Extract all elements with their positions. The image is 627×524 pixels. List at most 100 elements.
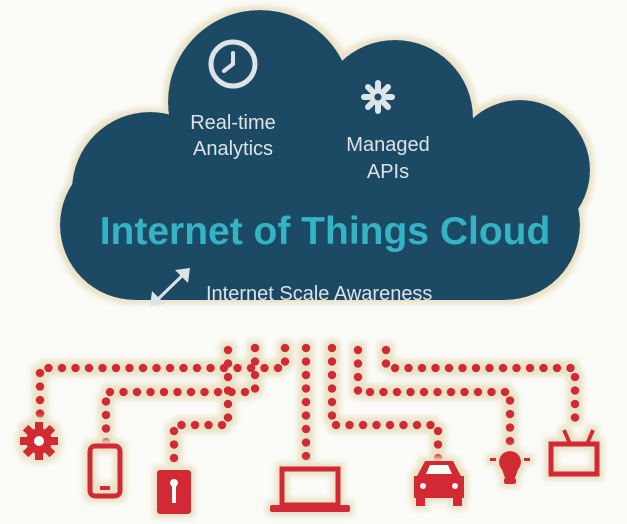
network-dot: [146, 387, 155, 397]
network-dot: [169, 453, 179, 463]
network-dot: [404, 363, 413, 373]
network-dot: [353, 386, 363, 395]
network-dot: [433, 440, 443, 449]
network-dot: [246, 363, 256, 373]
network-dot: [44, 363, 53, 373]
network-dot: [446, 387, 456, 397]
network-dot: [525, 363, 535, 373]
network-dot: [381, 345, 391, 355]
network-dot: [301, 438, 311, 447]
network-dot: [35, 409, 45, 418]
network-dot: [379, 387, 388, 397]
network-dot: [390, 363, 400, 373]
network-dot: [301, 343, 311, 353]
network-dot: [200, 387, 209, 397]
network-dot: [345, 420, 354, 430]
apis-label-line2: APIs: [367, 161, 409, 183]
network-dot: [381, 359, 391, 368]
network-dot: [169, 440, 179, 449]
network-dot: [505, 409, 515, 419]
network-dot: [101, 410, 111, 420]
network-dot: [84, 363, 94, 373]
network-dot: [353, 372, 363, 382]
network-dot: [460, 387, 469, 397]
network-dot: [301, 384, 311, 393]
network-dot: [399, 420, 408, 430]
network-dot: [301, 411, 311, 420]
laptop-icon: [270, 466, 350, 512]
network-dot: [233, 363, 242, 373]
network-dot: [552, 363, 562, 373]
network-dot: [487, 387, 496, 397]
network-dot: [217, 420, 227, 430]
network-dot: [301, 424, 311, 434]
network-dot: [327, 411, 337, 420]
asterisk-icon: [361, 80, 395, 114]
network-dot: [392, 387, 402, 397]
network-dot: [353, 345, 363, 355]
network-dot: [206, 363, 215, 373]
network-dot: [190, 420, 200, 430]
network-dot: [101, 397, 111, 406]
diagram-title: Internet of Things Cloud: [100, 210, 551, 253]
network-dot: [331, 420, 341, 430]
network-dot: [570, 386, 580, 395]
network-dot: [301, 397, 311, 407]
network-dot: [240, 387, 250, 397]
network-dot: [250, 357, 260, 366]
network-dot: [223, 413, 233, 422]
expand-arrows-icon: [150, 268, 190, 306]
network-dot: [138, 363, 148, 373]
network-dot: [385, 420, 395, 430]
network-dot: [327, 357, 337, 366]
network-dot: [173, 387, 182, 397]
network-dot: [280, 357, 290, 366]
analytics-label-line2: Analytics: [193, 138, 273, 160]
lightbulb-icon: [490, 451, 530, 484]
network-dot: [358, 420, 368, 430]
clock-icon: [208, 39, 258, 89]
smartphone-icon: [87, 443, 123, 499]
network-dot: [327, 384, 337, 393]
network-dot: [101, 424, 111, 433]
network-dot: [406, 387, 415, 397]
network-dot: [280, 343, 290, 353]
network-dot: [152, 363, 161, 373]
network-dot: [213, 387, 223, 397]
network-dot: [119, 387, 128, 397]
network-dot: [473, 387, 483, 397]
network-dot: [105, 387, 115, 397]
network-dot: [35, 368, 45, 378]
network-dot: [260, 363, 269, 373]
network-dot: [485, 363, 494, 373]
network-dot: [35, 395, 45, 405]
car-icon: [414, 461, 464, 506]
network-dot: [301, 370, 311, 380]
network-dot: [250, 343, 260, 353]
network-dot: [169, 426, 179, 436]
network-dot: [539, 363, 548, 373]
scale-label: Internet Scale Awareness: [206, 283, 432, 305]
network-dot: [71, 363, 80, 373]
network-dot: [570, 372, 580, 382]
network-dot: [192, 363, 202, 373]
network-dot: [132, 387, 142, 397]
network-dot: [159, 387, 169, 397]
network-dot: [512, 363, 521, 373]
network-dot: [433, 453, 443, 463]
network-connections: [35, 343, 580, 463]
network-dot: [223, 372, 233, 382]
network-dot: [57, 363, 67, 373]
network-dot: [500, 387, 510, 397]
network-dot: [505, 396, 515, 405]
network-dot: [570, 399, 580, 409]
network-dot: [444, 363, 454, 373]
network-dot: [301, 357, 311, 366]
network-dot: [412, 420, 422, 430]
network-dot: [505, 436, 515, 446]
network-dot: [125, 363, 134, 373]
network-dot: [433, 426, 443, 436]
analytics-label-line1: Real-time: [190, 112, 276, 134]
